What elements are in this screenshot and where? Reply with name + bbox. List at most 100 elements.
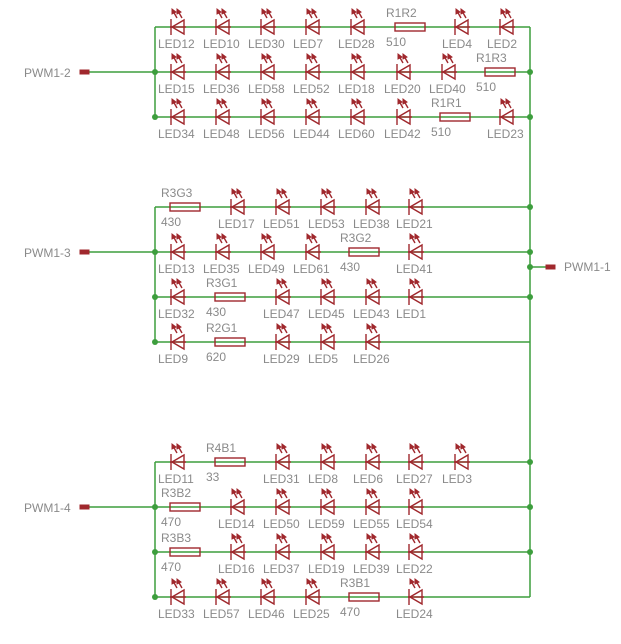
led-arrowhead (216, 8, 222, 15)
led-arrowhead (409, 188, 415, 195)
led-label: LED47 (263, 307, 300, 321)
junction-dot (152, 339, 158, 345)
led-triangle (261, 64, 275, 80)
resistor-body (169, 547, 201, 557)
led-arrowhead (261, 98, 267, 105)
led-triangle (171, 64, 185, 80)
led-led30: LED30 (248, 8, 285, 51)
led-triangle-outline (499, 108, 514, 126)
led-arrowhead (276, 443, 282, 450)
led-label: LED4 (442, 37, 472, 51)
led-triangle-outline (320, 198, 335, 216)
led-triangle (216, 64, 230, 80)
led-led60: LED60 (338, 98, 375, 141)
led-triangle-outline (215, 588, 230, 606)
led-label: LED3 (442, 472, 472, 486)
led-triangle (306, 589, 320, 605)
led-led31: LED31 (263, 443, 300, 486)
led-label: LED26 (353, 352, 390, 366)
led-label: LED19 (308, 562, 345, 576)
led-arrowhead (221, 233, 227, 240)
led-led11: LED11 (158, 443, 194, 486)
led-led59: LED59 (308, 488, 345, 531)
led-triangle-outline (408, 288, 423, 306)
led-triangle-outline (499, 18, 514, 36)
led-triangle (216, 244, 230, 260)
led-triangle (231, 544, 245, 560)
led-label: LED6 (353, 472, 383, 486)
led-triangle-outline (170, 63, 185, 81)
led-label: LED50 (263, 517, 300, 531)
led-label: LED30 (248, 37, 285, 51)
led-arrowhead (460, 443, 466, 450)
led-arrowhead (276, 188, 282, 195)
led-triangle (306, 19, 320, 35)
resistor-name: R1R1 (431, 96, 462, 110)
led-triangle-outline (215, 63, 230, 81)
led-arrowhead (500, 8, 506, 15)
led-label: LED49 (248, 262, 285, 276)
led-arrowhead (311, 98, 317, 105)
led-arrowhead (409, 443, 415, 450)
net-label-pwm1-4: PWM1-4 (24, 501, 71, 515)
led-triangle-outline (305, 63, 320, 81)
resistor-body (348, 247, 380, 257)
net-connector-pin (545, 264, 556, 270)
led-arrowhead (311, 578, 317, 585)
net-label-pwm1-1: PWM1-1 (564, 260, 611, 274)
led-triangle-outline (305, 18, 320, 36)
led-arrowhead (276, 533, 282, 540)
led-triangle (261, 589, 275, 605)
led-label: LED2 (487, 37, 517, 51)
led-led9: LED9 (158, 323, 188, 366)
led-arrowhead (176, 578, 182, 585)
net-label-pwm1-2: PWM1-2 (24, 66, 71, 80)
led-label: LED36 (203, 82, 240, 96)
led-triangle-outline (365, 543, 380, 561)
led-label: LED20 (384, 82, 421, 96)
led-arrowhead (500, 98, 506, 105)
led-arrowhead (371, 278, 377, 285)
led-arrowhead (176, 8, 182, 15)
led-triangle-outline (260, 63, 275, 81)
led-label: LED1 (396, 307, 426, 321)
led-triangle (366, 199, 380, 215)
led-triangle-outline (320, 333, 335, 351)
led-arrowhead (266, 233, 272, 240)
led-arrowhead (397, 53, 403, 60)
led-triangle (409, 499, 423, 515)
led-arrowhead (326, 488, 332, 495)
led-triangle (171, 19, 185, 35)
led-arrowhead (409, 533, 415, 540)
led-triangle-outline (230, 543, 245, 561)
led-triangle (231, 499, 245, 515)
led-led29: LED29 (263, 323, 300, 366)
led-triangle (321, 544, 335, 560)
led-led4: LED4 (442, 8, 472, 51)
led-arrowhead (414, 578, 420, 585)
led-led27: LED27 (396, 443, 433, 486)
led-triangle (276, 499, 290, 515)
led-triangle (442, 64, 456, 80)
resistor-name: R3G1 (206, 276, 238, 290)
led-label: LED32 (158, 307, 195, 321)
led-led42: LED42 (384, 98, 421, 141)
led-label: LED46 (248, 607, 285, 621)
led-label: LED25 (293, 607, 330, 621)
led-arrowhead (371, 488, 377, 495)
led-led26: LED26 (353, 323, 390, 366)
led-label: LED37 (263, 562, 300, 576)
led-label: LED42 (384, 127, 421, 141)
led-triangle-outline (170, 288, 185, 306)
led-arrowhead (351, 53, 357, 60)
led-led57: LED57 (203, 578, 240, 621)
led-label: LED55 (353, 517, 390, 531)
led-label: LED5 (308, 352, 338, 366)
led-arrowhead (281, 323, 287, 330)
junction-dot (152, 294, 158, 300)
led-arrowhead (306, 53, 312, 60)
resistor-value: 470 (161, 560, 181, 574)
